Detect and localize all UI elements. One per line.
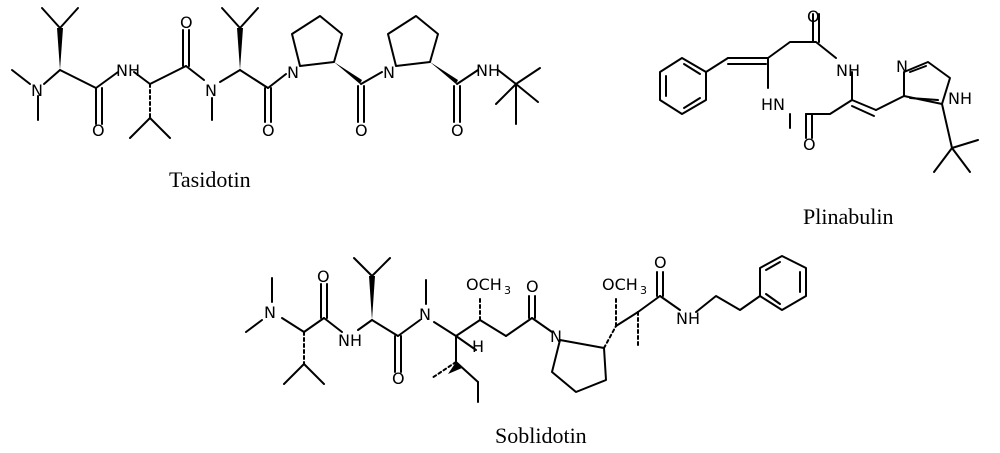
- soblidotin-atom-n3: N: [550, 327, 562, 346]
- soblidotin-atom-och-1: OCH: [466, 275, 502, 294]
- plinabulin-atom-o1: O: [807, 7, 820, 26]
- plinabulin-name: Plinabulin: [803, 204, 893, 229]
- soblidotin-atom-o4: O: [654, 253, 667, 272]
- soblidotin-sub-3-1: 3: [504, 284, 511, 297]
- tasidotin-atom-nh2: NH: [476, 61, 500, 80]
- tasidotin-atom-n1: N: [31, 81, 43, 100]
- soblidotin-atom-o3: O: [526, 277, 539, 296]
- soblidotin-atom-o2: O: [392, 369, 405, 388]
- plinabulin-atom-n1: N: [896, 57, 908, 76]
- tasidotin-atom-n4: N: [383, 63, 395, 82]
- soblidotin-atom-h1: H: [472, 337, 484, 356]
- tasidotin-atom-nh1: NH: [116, 61, 140, 80]
- soblidotin-atom-o1: O: [317, 267, 330, 286]
- soblidotin-atom-n2: N: [419, 305, 431, 324]
- soblidotin-atom-nh1: NH: [338, 331, 362, 350]
- soblidotin-structure: N O NH O N H OCH 3 O N OCH 3 O NH Soblid…: [245, 253, 807, 448]
- soblidotin-sub-3-2: 3: [640, 284, 647, 297]
- tasidotin-atom-o3: O: [262, 121, 275, 140]
- plinabulin-atom-nh2: NH: [948, 89, 972, 108]
- tasidotin-atom-n2: N: [205, 81, 217, 100]
- soblidotin-name: Soblidotin: [495, 423, 587, 448]
- soblidotin-atom-nh2: NH: [676, 309, 700, 328]
- plinabulin-atom-hn1: HN: [761, 95, 785, 114]
- tasidotin-atom-o2: O: [180, 13, 193, 32]
- soblidotin-atom-n1: N: [264, 303, 276, 322]
- tasidotin-atom-o4: O: [355, 121, 368, 140]
- plinabulin-atom-o2: O: [803, 135, 816, 154]
- tasidotin-atom-o5: O: [451, 121, 464, 140]
- tasidotin-atom-n3: N: [287, 63, 299, 82]
- plinabulin-structure: O NH HN O N NH Plinabulin: [659, 7, 979, 229]
- plinabulin-atom-nh1: NH: [836, 61, 860, 80]
- tasidotin-structure: N NH O O N O N O N O NH Tasidotin: [11, 7, 541, 192]
- tasidotin-name: Tasidotin: [169, 167, 251, 192]
- tasidotin-atom-o1: O: [92, 121, 105, 140]
- soblidotin-atom-och-2: OCH: [602, 275, 638, 294]
